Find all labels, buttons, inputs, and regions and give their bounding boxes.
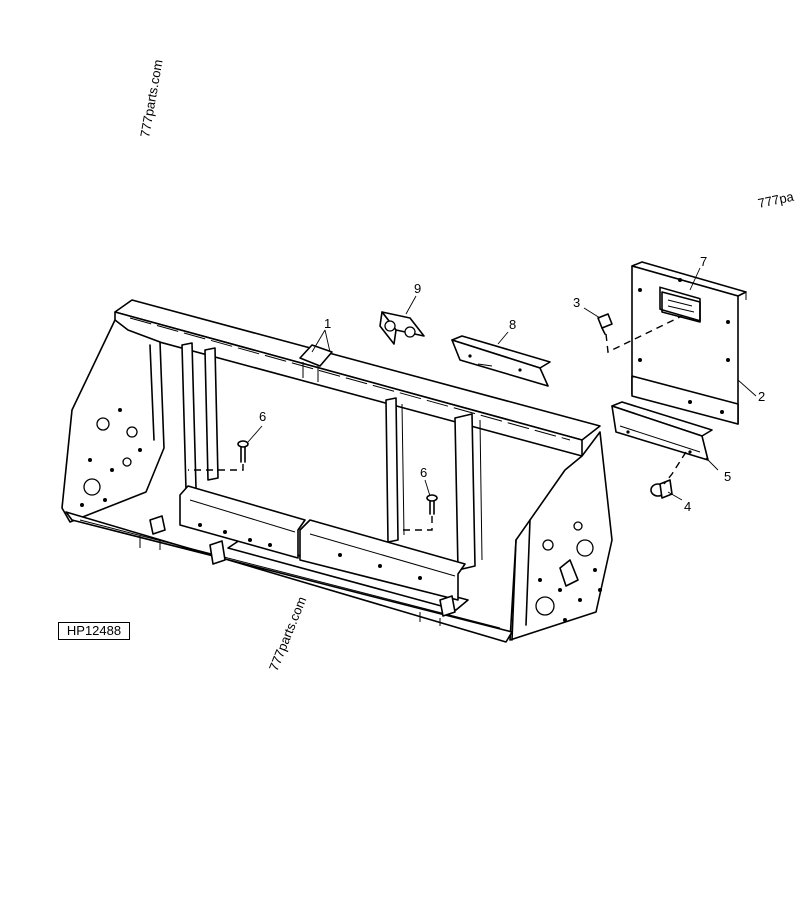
watermark-bottom: 777parts.com xyxy=(266,594,309,673)
part-4-carriage-bolt xyxy=(650,479,673,499)
bottom-crossmember-left xyxy=(179,485,306,559)
figure-id-label: HP12488 xyxy=(58,622,130,640)
callout-8: 8 xyxy=(509,317,516,332)
bottom-rail xyxy=(65,511,513,643)
upright-right-inner xyxy=(454,413,476,571)
part-3-bolt xyxy=(597,313,613,335)
callout-1: 1 xyxy=(324,316,331,331)
part-8-angle-bracket xyxy=(451,335,551,387)
upright-right-outer xyxy=(385,397,399,543)
callout-5: 5 xyxy=(724,469,731,484)
part-6-bolt-left xyxy=(237,440,249,463)
bottom-crossmember-right xyxy=(299,519,466,601)
callout-4: 4 xyxy=(684,499,691,514)
callout-9: 9 xyxy=(414,281,421,296)
assembly-lines xyxy=(188,315,687,531)
top-rail-clip xyxy=(299,344,333,367)
callout-6-left: 6 xyxy=(259,409,266,424)
callout-7: 7 xyxy=(700,254,707,269)
watermark-top-left: 777parts.com xyxy=(137,58,165,138)
part-6-bolt-right xyxy=(426,494,438,515)
right-side-panel xyxy=(509,431,613,641)
part-9-nut-plate xyxy=(379,311,425,345)
watermark-top-right: 777pa xyxy=(757,189,796,211)
upright-left-outer xyxy=(181,342,197,491)
part-2-back-plate xyxy=(631,261,747,425)
figure-id-text: HP12488 xyxy=(66,623,122,638)
callout-numbers: 1 2 3 4 5 6 6 7 8 9 xyxy=(259,254,765,514)
callout-3: 3 xyxy=(573,295,580,310)
bucket-frame xyxy=(61,299,613,643)
upright-left-inner xyxy=(204,347,219,481)
leader-lines xyxy=(247,267,757,501)
left-side-panel xyxy=(61,319,165,523)
callout-6-right: 6 xyxy=(420,465,427,480)
part-5-channel xyxy=(611,401,713,461)
callout-2: 2 xyxy=(758,389,765,404)
